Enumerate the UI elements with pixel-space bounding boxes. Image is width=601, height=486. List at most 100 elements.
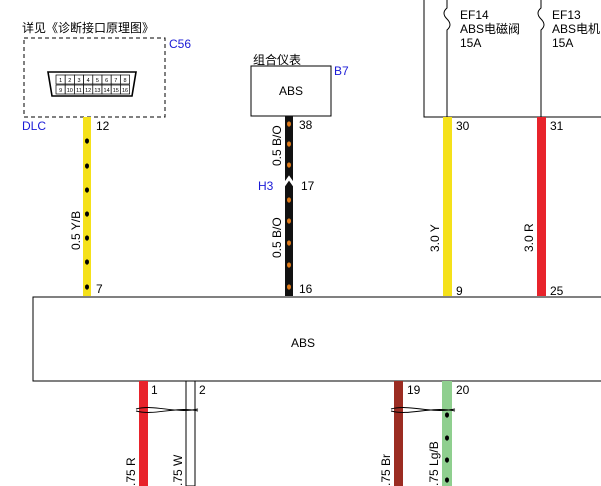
dlc-wire-stripe-dot [85, 138, 89, 144]
splice-chevron-icon [280, 175, 298, 189]
dlc-wire-stripe-dot [85, 211, 89, 217]
splice-pin: 17 [301, 179, 315, 193]
bottom-wire-19-pin: 19 [407, 383, 421, 397]
bottom-wire-19-body [394, 381, 403, 486]
obd-pin-number: 7 [114, 78, 117, 84]
obd-pin-number: 4 [87, 78, 90, 84]
bottom-wire-1-body [139, 381, 148, 486]
fuse-ef13-label: ABS电机 [552, 22, 600, 36]
dlc-wire-stripe-dot [85, 259, 89, 265]
twisted-pair-mark-left-b [135, 409, 199, 413]
dlc-wire-pin-bottom: 7 [96, 282, 103, 296]
splice-name: H3 [258, 179, 274, 193]
fuse-ef14-rating: 15A [460, 36, 481, 50]
dlc-wire-stripe-dot [85, 163, 89, 169]
fuse-ef14-symbol [443, 0, 451, 117]
fuse-wire-r-body [537, 117, 546, 296]
dlc-wire-stripe-dot [85, 284, 89, 290]
fuse-wire-y-pin-bottom: 9 [456, 284, 463, 298]
obd-pin-cell [120, 74, 130, 85]
dlc-name: DLC [22, 119, 46, 133]
bottom-wire-20-pin: 20 [456, 383, 470, 397]
fuse-wire-y-pin-top: 30 [456, 119, 470, 133]
cluster-pin-bottom: 16 [299, 282, 313, 296]
dlc-wire-body [83, 117, 91, 296]
cluster-wire-stripe-dot [287, 262, 291, 268]
bottom-wire-2-pin: 2 [199, 383, 206, 397]
lg-wire-stripe-dot [445, 435, 449, 441]
bottom-wire-2-body [185, 380, 196, 486]
cluster-wire-stripe-dot [287, 121, 291, 127]
dlc-code: C56 [169, 37, 191, 51]
cluster-wire-stripe-dot [287, 197, 291, 203]
bottom-wire-1-pin: 1 [151, 383, 158, 397]
obd-pin-number: 10 [67, 88, 73, 94]
twisted-pair-mark-right-b [390, 409, 456, 413]
cluster-wire-label-top: 0.5 B/O [270, 125, 284, 166]
fuse-wire-y-body [443, 117, 452, 296]
obd-pin-number: 5 [96, 78, 99, 84]
lg-wire-stripe-dot [445, 477, 449, 483]
bottom-wire-20-body [442, 381, 452, 486]
dlc-wire-label: 0.5 Y/B [69, 211, 83, 250]
lg-wire-stripe-dot [445, 412, 449, 418]
dlc-wire-stripe-dot [85, 235, 89, 241]
bottom-wire-1-label: .75 R [124, 457, 138, 486]
fuse-wire-r-pin-bottom: 25 [550, 284, 564, 298]
obd-pin-number: 8 [123, 78, 126, 84]
fuse-ef13-name: EF13 [552, 8, 581, 22]
dlc-wire-pin-top: 12 [96, 119, 110, 133]
dlc-note: 详见《诊断接口原理图》 [22, 20, 154, 35]
dlc-wire-stripe-dot [85, 187, 89, 193]
cluster-box [250, 65, 332, 117]
fuse-ef13-rating: 15A [552, 36, 573, 50]
bottom-wire-2-label: .75 W [171, 454, 185, 486]
cluster-wire-stripe-dot [287, 141, 291, 147]
cluster-wire-stripe-dot [287, 284, 291, 290]
obd-pin-number: 12 [85, 88, 91, 94]
cluster-wire: 38 H3 17 16 0.5 B/O 0.5 B/O [258, 116, 315, 296]
cluster-abs-label: ABS [279, 84, 303, 98]
bottom-wire-2: 2 .75 W [171, 380, 206, 486]
bottom-wire-20: 20 .75 Lg/B [427, 381, 470, 486]
obd-pin-number: 16 [122, 88, 128, 94]
lg-wire-stripe-dot [445, 457, 449, 463]
obd-pin-cell [120, 84, 130, 95]
fuse-wire-y: 30 9 3.0 Y [428, 117, 470, 298]
obd-pin-number: 13 [94, 88, 100, 94]
obd-pin-number: 3 [77, 78, 80, 84]
fuse-wire-r-label: 3.0 R [522, 223, 536, 252]
fuse-wire-r-pin-top: 31 [550, 119, 564, 133]
dlc-wire: 12 7 0.5 Y/B [69, 117, 110, 296]
fuse-wire-y-label: 3.0 Y [428, 224, 442, 252]
cluster-wire-stripe-dot [287, 162, 291, 168]
obd-pin-number: 1 [59, 78, 62, 84]
cluster-code: B7 [334, 64, 349, 78]
obd-pin-number: 15 [113, 88, 119, 94]
abs-module: ABS [32, 296, 601, 382]
cluster-title: 组合仪表 [253, 52, 301, 67]
fuse-wire-r: 31 25 3.0 R [522, 117, 564, 298]
cluster-block: 组合仪表 B7 ABS [250, 52, 349, 117]
obd-pin-number: 6 [105, 78, 108, 84]
obd-pin-number: 14 [104, 88, 110, 94]
cluster-wire-label-bottom: 0.5 B/O [270, 217, 284, 258]
cluster-pin-top: 38 [299, 118, 313, 132]
fuse-ef14-name: EF14 [460, 8, 489, 22]
obd-pin-number: 11 [76, 88, 82, 94]
fuse-ef14-label: ABS电磁阀 [460, 21, 520, 36]
bottom-wire-19-label: .75 Br [379, 454, 393, 486]
cluster-wire-body [285, 116, 293, 296]
obd-pin-number: 2 [68, 78, 71, 84]
bottom-wire-19: 19 .75 Br [379, 381, 421, 486]
obd-pin-number: 9 [59, 88, 62, 94]
bottom-wire-20-label: .75 Lg/B [427, 441, 441, 486]
fuse-box: EF14 ABS电磁阀 15A EF13 ABS电机 15A [423, 0, 601, 118]
cluster-wire-stripe-dot [287, 218, 291, 224]
fuse-ef13-symbol [537, 0, 545, 117]
cluster-wire-stripe-dot [287, 240, 291, 246]
abs-module-label: ABS [291, 336, 315, 350]
